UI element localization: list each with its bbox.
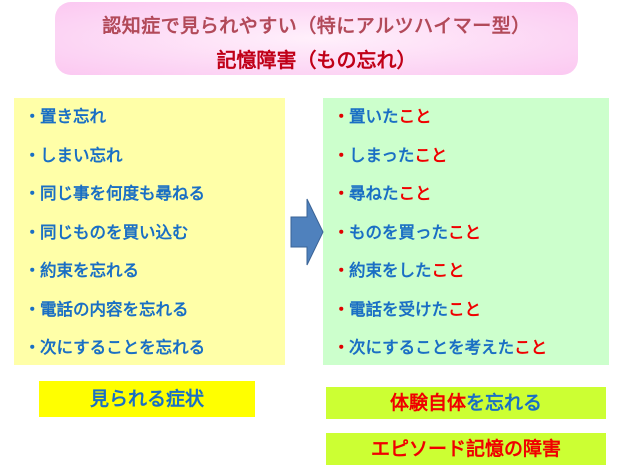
bullet: ・ [24,145,41,165]
bullet: ・ [24,338,41,357]
experience-highlight: こと [514,338,548,357]
symptom-item: ・電話の内容を忘れる [14,291,285,330]
experience-text: 尋ねた [349,184,399,203]
experience-text: しまった [349,145,415,165]
symptom-text: 電話の内容を忘れる [40,299,189,319]
symptom-item: ・同じ事を何度も尋ねる [14,175,285,214]
bullet: ・ [333,145,350,165]
experience-text: 電話を受けた [349,299,448,319]
bullet: ・ [24,299,41,319]
title-line1: 認知症で見られやすい（特にアルツハイマー型） [102,15,531,37]
bullet: ・ [24,261,41,280]
bullet: ・ [24,222,41,242]
experience-text: 約束をした [349,261,432,280]
bullet: ・ [333,299,350,319]
experience-item: ・約束をしたこと [323,252,609,291]
experience-highlight: こと [448,222,481,242]
experience-item: ・しまったこと [323,137,609,176]
symptom-item: ・置き忘れ [14,98,285,137]
experience-item: ・次にすることを考えたこと [323,329,609,368]
experience-highlight: こと [414,145,448,165]
symptom-item: ・同じものを買い込む [14,214,285,253]
bullet: ・ [333,107,350,126]
bullet: ・ [333,261,350,280]
experience-text: 置いた [349,107,399,126]
symptom-text: しまい忘れ [40,145,123,165]
experience-text: 次にすることを考えた [349,338,515,357]
symptoms-box: ・置き忘れ・しまい忘れ・同じ事を何度も尋ねる・同じものを買い込む・約束を忘れる・… [14,98,285,365]
bullet: ・ [333,222,350,242]
symptom-item: ・次にすることを忘れる [14,329,285,368]
symptom-item: ・しまい忘れ [14,137,285,176]
bullet: ・ [24,107,41,126]
experience-highlight: こと [431,261,465,280]
title-line2: 記憶障害（もの忘れ） [216,48,417,72]
experience-text: ものを買った [349,222,448,242]
experiences-box: ・置いたこと・しまったこと・尋ねたこと・ものを買ったこと・約束をしたこと・電話を… [323,98,609,365]
symptom-text: 約束を忘れる [40,261,139,280]
symptoms-label: 見られる症状 [39,381,255,417]
bullet: ・ [333,184,350,203]
right-arrow-icon [290,198,324,266]
forget-experience-label: 体験自体を忘れる [326,387,606,419]
bullet: ・ [24,184,41,203]
symptom-text: 同じ事を何度も尋ねる [40,184,205,203]
symptom-text: 同じものを買い込む [40,222,189,242]
forget-text: を忘れる [466,392,543,414]
experience-item: ・ものを買ったこと [323,214,609,253]
symptom-text: 置き忘れ [40,107,106,126]
bullet: ・ [333,338,350,357]
symptom-item: ・約束を忘れる [14,252,285,291]
experience-item: ・尋ねたこと [323,175,609,214]
experience-highlight: こと [398,107,432,126]
episodic-memory-label: エピソード記憶の障害 [326,433,606,465]
experience-highlight: こと [398,184,432,203]
title-banner: 認知症で見られやすい（特にアルツハイマー型） 記憶障害（もの忘れ） [55,2,578,75]
experience-itself-text: 体験自体 [389,392,466,414]
symptom-text: 次にすることを忘れる [40,338,206,357]
experience-item: ・置いたこと [323,98,609,137]
experience-highlight: こと [448,299,481,319]
experience-item: ・電話を受けたこと [323,291,609,330]
